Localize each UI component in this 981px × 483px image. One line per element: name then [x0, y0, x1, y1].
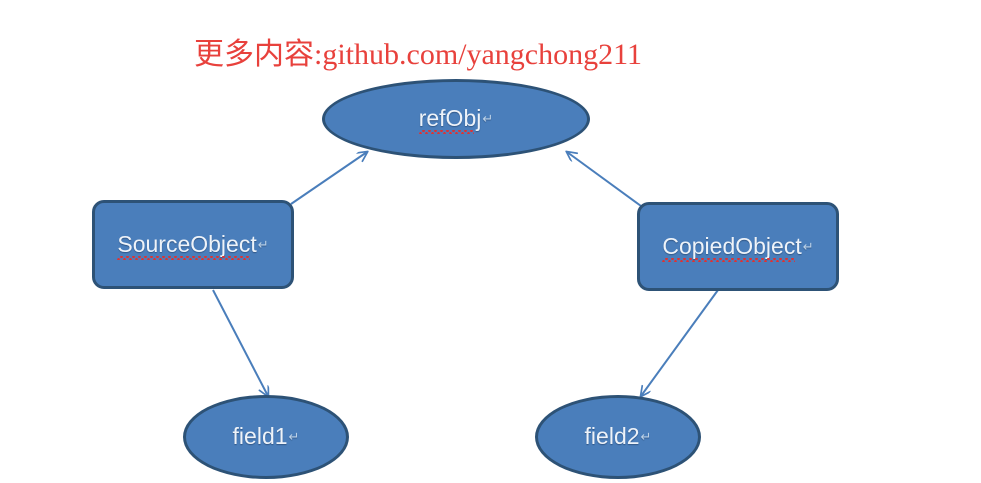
- node-field2[interactable]: field2↵: [535, 395, 701, 479]
- node-sourceobject-label: SourceObject: [117, 230, 257, 260]
- node-refobj-label: refObj: [418, 105, 482, 134]
- pilcrow-mark-copiedobject: ↵: [802, 238, 814, 254]
- pilcrow-mark-sourceobject: ↵: [257, 236, 269, 252]
- edge-copied-to-field2: [641, 289, 719, 396]
- node-field1-label: field1: [232, 423, 288, 449]
- node-field1[interactable]: field1↵: [183, 395, 349, 479]
- edge-source-to-field1: [212, 289, 268, 396]
- node-sourceobject[interactable]: SourceObject↵: [92, 200, 294, 289]
- pilcrow-mark-field1: ↵: [288, 429, 300, 444]
- watermark-text: 更多内容:github.com/yangchong211: [194, 38, 643, 71]
- node-refobj[interactable]: refObj↵: [322, 79, 590, 159]
- edge-source-to-refobj: [290, 152, 367, 205]
- pilcrow-mark-refobj: ↵: [482, 111, 494, 126]
- node-field2-label: field2: [584, 423, 640, 449]
- node-copiedobject[interactable]: CopiedObject↵: [637, 202, 839, 291]
- pilcrow-mark-field2: ↵: [640, 429, 652, 444]
- edge-copied-to-refobj: [567, 152, 642, 207]
- node-copiedobject-label: CopiedObject: [662, 232, 802, 262]
